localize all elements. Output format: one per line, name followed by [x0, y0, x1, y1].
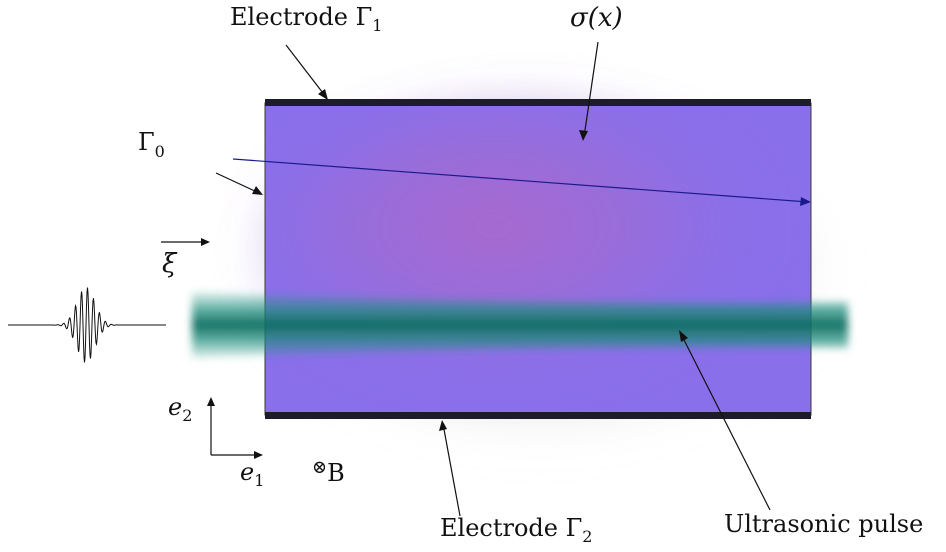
axis-e1-arrowhead — [254, 451, 263, 459]
electrode-top-pointer-line — [285, 44, 327, 98]
electrode-top-label: Electrode Γ1 — [230, 3, 382, 35]
axis-e2-label: e2 — [168, 393, 192, 425]
electrode-top-pointer-arrowhead — [318, 89, 328, 100]
boundary-pointer-line — [215, 172, 260, 194]
electrode-bottom-pointer-line — [442, 423, 461, 517]
axis-e1-label: e1 — [240, 458, 264, 490]
electrode-top — [265, 99, 811, 106]
magnetic-field-label: ⊗B — [312, 457, 345, 487]
ultrasonic-pointer-line — [680, 333, 771, 511]
conductivity-pointer-line — [583, 41, 599, 138]
direction-arrowhead — [201, 238, 210, 246]
direction-label: ξ — [162, 249, 178, 279]
ultrasonic-pointer-arrowhead — [679, 330, 688, 342]
axis-e2-arrowhead — [207, 397, 215, 406]
conductivity-glow — [260, 100, 780, 400]
ray-line — [232, 158, 809, 203]
conductivity-label: σ(x) — [570, 3, 623, 33]
electrode-bottom-label: Electrode Γ2 — [440, 514, 592, 546]
ray-arrowhead — [800, 197, 811, 206]
electrode-bottom-pointer-arrowhead — [439, 420, 447, 431]
electrode-bottom — [265, 412, 811, 419]
ultrasonic-beam — [192, 292, 848, 358]
ultrasonic-waveform — [8, 287, 166, 363]
conductivity-pointer-arrowhead — [579, 130, 588, 141]
boundary-label: Γ0 — [138, 128, 165, 161]
ultrasonic-pulse-label: Ultrasonic pulse — [724, 510, 923, 538]
boundary-pointer-arrowhead — [252, 186, 263, 195]
